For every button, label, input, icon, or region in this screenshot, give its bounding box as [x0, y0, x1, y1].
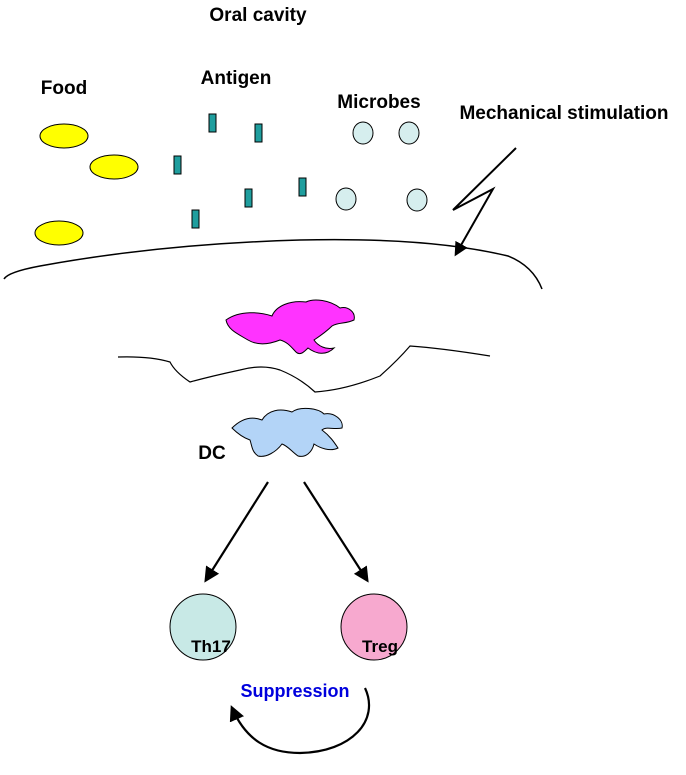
antigen-particle: [244, 188, 253, 208]
food-particle: [89, 154, 139, 180]
microbe: [406, 188, 428, 212]
label-th17: Th17: [191, 637, 231, 656]
arrow-dc-to-th17: [204, 481, 269, 583]
antigen-particle: [298, 177, 307, 197]
label-microbes: Microbes: [337, 92, 420, 113]
label-suppression: Suppression: [240, 681, 349, 701]
label-food: Food: [41, 78, 87, 99]
title-oral-cavity: Oral cavity: [209, 5, 307, 26]
arrow-dc-to-treg: [303, 481, 369, 583]
dendritic-cell: [231, 407, 343, 457]
microbe: [398, 121, 420, 145]
label-mechanical-stimulation: Mechanical stimulation: [459, 103, 668, 124]
food-particle: [34, 220, 84, 246]
antigen-particle: [254, 123, 263, 143]
food-particles: [34, 123, 139, 246]
antigen-particle: [173, 155, 182, 175]
antigen-particle: [208, 113, 217, 133]
microbe: [352, 121, 374, 145]
microbe: [335, 187, 357, 211]
label-dc: DC: [198, 443, 226, 464]
food-particle: [39, 123, 89, 149]
th17-cell: [169, 593, 237, 661]
epithelial-dendritic-cell: [225, 299, 355, 355]
label-antigen: Antigen: [201, 68, 272, 89]
treg-cell: [340, 593, 408, 661]
suppression-arrow: [229, 687, 371, 755]
antigen-particle: [191, 209, 200, 229]
basement-membrane: [117, 345, 491, 393]
epithelial-surface: [3, 238, 543, 290]
antigen-particles: [173, 113, 307, 229]
microbe-particles: [335, 121, 428, 212]
label-treg: Treg: [362, 637, 398, 656]
mechanical-stimulation-arrow: [452, 147, 517, 257]
